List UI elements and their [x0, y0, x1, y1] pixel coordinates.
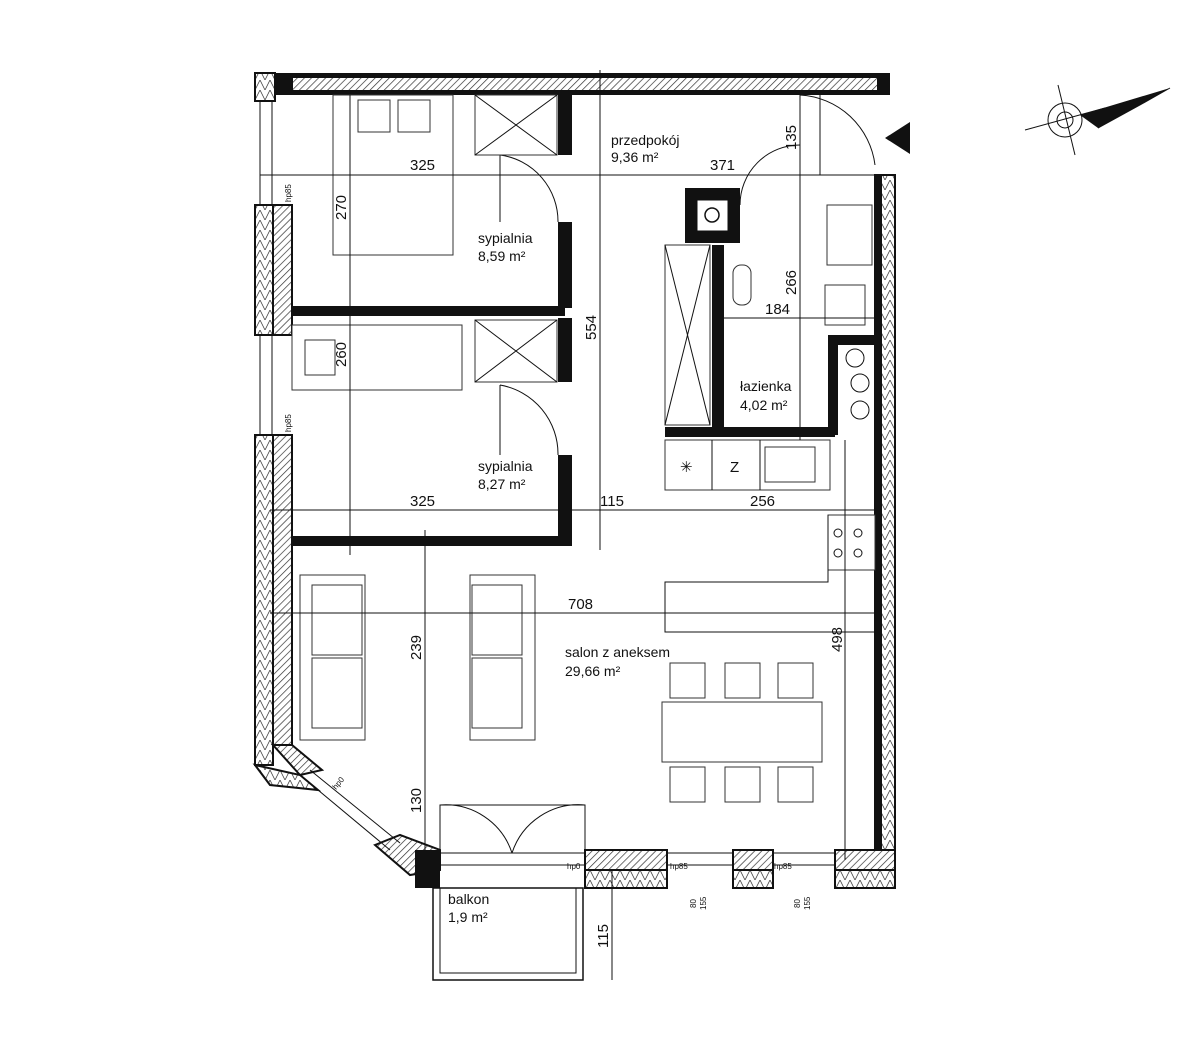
room-living: salon z aneksem 29,66 m²: [565, 644, 670, 679]
room-area: 29,66 m²: [565, 663, 621, 679]
window-label: hp85: [670, 862, 688, 871]
dim-label: 498: [829, 627, 846, 652]
dim-label: 371: [710, 157, 735, 174]
dim-label: 135: [783, 125, 800, 150]
room-area: 1,9 m²: [448, 909, 488, 925]
doors: [432, 94, 876, 981]
dimension-lines: [260, 70, 890, 980]
room-area: 8,27 m²: [478, 476, 526, 492]
sill-label: 80: [793, 899, 802, 908]
room-name: łazienka: [740, 378, 792, 394]
dim-label: 115: [600, 493, 624, 510]
dim-label: 260: [333, 342, 350, 367]
room-name: sypialnia: [478, 458, 533, 474]
exterior-walls: [252, 72, 896, 889]
interior-walls: [292, 95, 876, 546]
furniture: [291, 94, 876, 803]
dim-label: 270: [333, 195, 350, 220]
window-label: hp0: [567, 862, 581, 871]
room-name: sypialnia: [478, 230, 533, 246]
room-name: balkon: [448, 891, 489, 907]
dim-label: 325: [410, 493, 435, 510]
room-hall: przedpokój 9,36 m²: [611, 132, 680, 165]
sill-label: 155: [699, 896, 708, 910]
room-bathroom: łazienka 4,02 m²: [740, 378, 792, 413]
room-name: salon z aneksem: [565, 644, 670, 660]
dim-label: 266: [783, 270, 800, 295]
window-label: hp85: [284, 184, 293, 202]
dim-label: 554: [583, 315, 600, 340]
sill-label: 80: [689, 899, 698, 908]
window-label: hp85: [284, 414, 293, 432]
compass-icon: [1024, 84, 1171, 156]
dimension-labels: 325 371 270 554 135 266 184 260 325 115 …: [333, 125, 846, 948]
fridge-mark: ✳: [680, 459, 693, 476]
dim-label: 184: [765, 301, 790, 318]
room-area: 9,36 m²: [611, 149, 659, 165]
z-mark: Z: [730, 459, 739, 476]
dim-label: 325: [410, 157, 435, 174]
dim-label: 130: [408, 788, 425, 813]
room-balcony: balkon 1,9 m²: [448, 891, 489, 925]
dim-label: 115: [595, 924, 612, 948]
room-bedroom-2: sypialnia 8,27 m²: [478, 458, 533, 492]
room-name: przedpokój: [611, 132, 680, 148]
dim-label: 708: [568, 596, 593, 613]
room-bedroom-1: sypialnia 8,59 m²: [478, 230, 533, 264]
room-area: 8,59 m²: [478, 248, 526, 264]
sill-label: 155: [803, 896, 812, 910]
room-area: 4,02 m²: [740, 397, 788, 413]
dim-label: 239: [408, 635, 425, 660]
entrance-arrow-icon: [885, 122, 910, 154]
dim-label: 256: [750, 493, 775, 510]
window-label: hp85: [774, 862, 792, 871]
